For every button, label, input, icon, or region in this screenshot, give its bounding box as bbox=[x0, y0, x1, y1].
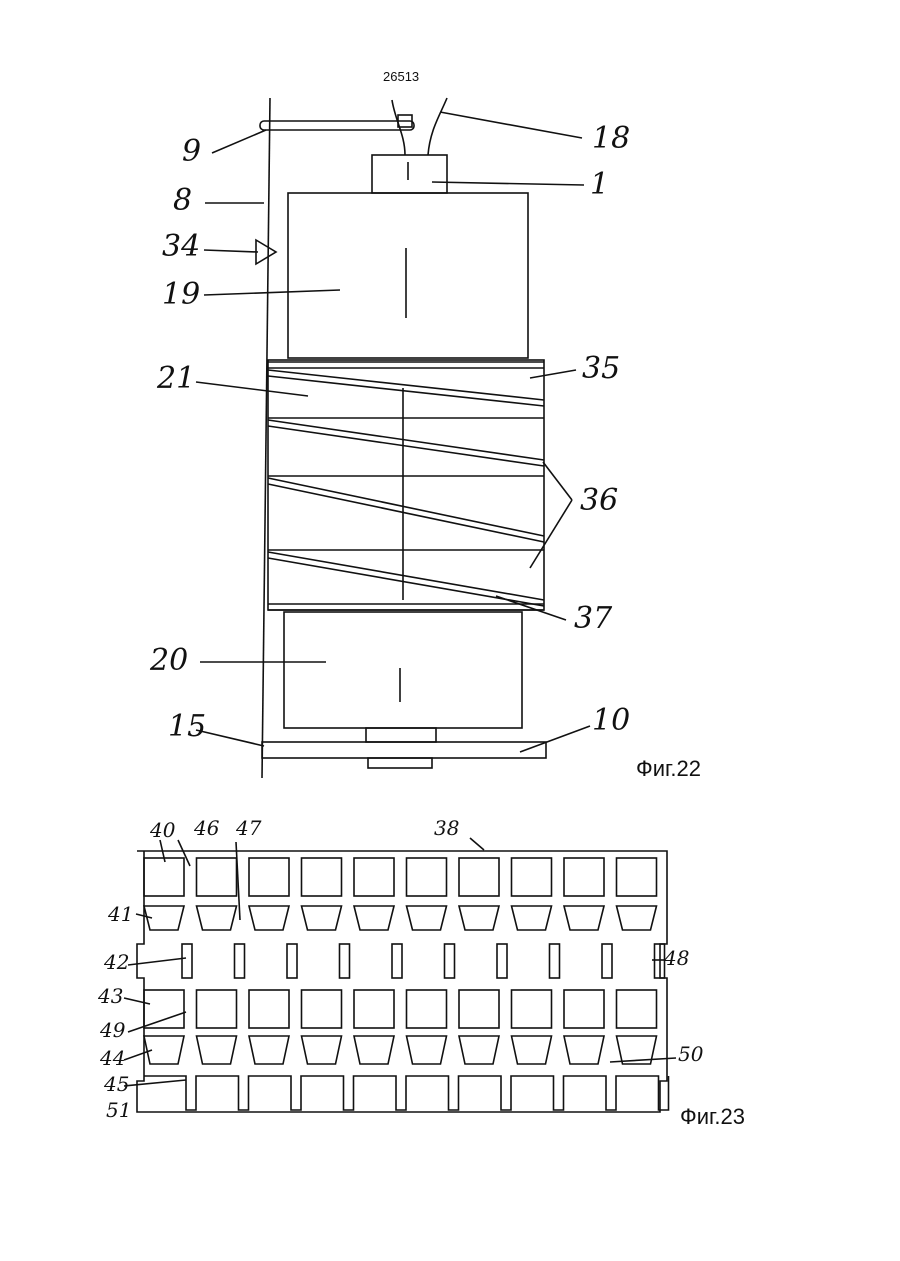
label-19: 19 bbox=[162, 280, 200, 310]
square-window bbox=[144, 990, 184, 1028]
label-50: 50 bbox=[678, 1044, 703, 1064]
figure-22 bbox=[196, 98, 590, 778]
label-1: 1 bbox=[590, 170, 609, 200]
base-plate-10 bbox=[262, 742, 546, 758]
square-window bbox=[249, 858, 289, 896]
trapezoid-pocket bbox=[354, 1036, 394, 1064]
square-window bbox=[617, 858, 657, 896]
trapezoid-pocket bbox=[354, 906, 394, 930]
square-window bbox=[197, 990, 237, 1028]
label-47: 47 bbox=[236, 818, 261, 838]
leader-lines-22 bbox=[196, 112, 590, 752]
label-48: 48 bbox=[664, 948, 689, 968]
trapezoid-pocket bbox=[617, 906, 657, 930]
square-window bbox=[617, 990, 657, 1028]
top-bar-9 bbox=[260, 121, 414, 130]
label-21: 21 bbox=[157, 364, 195, 394]
caption-fig23: Фиг.23 bbox=[680, 1106, 745, 1128]
section-20 bbox=[284, 612, 522, 728]
narrow-slot bbox=[287, 944, 297, 978]
leader-lines-23 bbox=[124, 838, 676, 1086]
trapezoid-pocket bbox=[407, 906, 447, 930]
caption-fig22: Фиг.22 bbox=[636, 758, 701, 780]
square-window bbox=[407, 990, 447, 1028]
trapezoid-pocket bbox=[249, 1036, 289, 1064]
arrow-34 bbox=[256, 240, 276, 264]
narrow-slot bbox=[550, 944, 560, 978]
spiral-ribs bbox=[268, 362, 544, 610]
label-35: 35 bbox=[582, 354, 620, 384]
page-number: 26513 bbox=[383, 70, 419, 83]
trapezoid-pocket bbox=[459, 906, 499, 930]
square-window bbox=[459, 990, 499, 1028]
label-42: 42 bbox=[104, 952, 129, 972]
label-41: 41 bbox=[108, 904, 133, 924]
label-20: 20 bbox=[150, 646, 188, 676]
trapezoid-pocket bbox=[407, 1036, 447, 1064]
label-43: 43 bbox=[98, 986, 123, 1006]
base-foot bbox=[368, 758, 432, 768]
narrow-slot bbox=[340, 944, 350, 978]
square-window bbox=[302, 858, 342, 896]
trapezoid-pocket bbox=[302, 906, 342, 930]
square-window bbox=[512, 858, 552, 896]
narrow-slot bbox=[182, 944, 192, 978]
label-34: 34 bbox=[162, 232, 200, 262]
label-37: 37 bbox=[574, 604, 612, 634]
plate-holes bbox=[144, 858, 669, 1110]
square-window bbox=[197, 858, 237, 896]
label-45: 45 bbox=[104, 1074, 129, 1094]
plate-38-outline bbox=[137, 851, 667, 1112]
label-9: 9 bbox=[182, 137, 201, 167]
narrow-slot bbox=[445, 944, 455, 978]
narrow-slot bbox=[235, 944, 245, 978]
trapezoid-pocket bbox=[197, 906, 237, 930]
label-8: 8 bbox=[173, 186, 192, 216]
trapezoid-pocket bbox=[564, 1036, 604, 1064]
label-46: 46 bbox=[194, 818, 219, 838]
trapezoid-pocket bbox=[197, 1036, 237, 1064]
spiral-body bbox=[268, 360, 544, 610]
section-19 bbox=[288, 193, 528, 358]
trapezoid-pocket bbox=[512, 906, 552, 930]
trapezoid-pocket bbox=[459, 1036, 499, 1064]
square-window bbox=[354, 990, 394, 1028]
label-49: 49 bbox=[100, 1020, 125, 1040]
square-window bbox=[144, 858, 184, 896]
square-window bbox=[354, 858, 394, 896]
trapezoid-pocket bbox=[512, 1036, 552, 1064]
wire-18b bbox=[428, 98, 447, 155]
label-38: 38 bbox=[434, 818, 459, 838]
label-15: 15 bbox=[168, 712, 206, 742]
label-44: 44 bbox=[100, 1048, 125, 1068]
narrow-slot bbox=[392, 944, 402, 978]
comb-teeth bbox=[144, 1076, 669, 1110]
figure-23 bbox=[124, 838, 676, 1112]
trapezoid-pocket bbox=[249, 906, 289, 930]
square-window bbox=[512, 990, 552, 1028]
trapezoid-pocket bbox=[302, 1036, 342, 1064]
label-51: 51 bbox=[106, 1100, 131, 1120]
square-window bbox=[564, 858, 604, 896]
trapezoid-pocket bbox=[564, 906, 604, 930]
cap-1 bbox=[372, 155, 447, 193]
square-window bbox=[249, 990, 289, 1028]
label-40: 40 bbox=[150, 820, 175, 840]
label-18: 18 bbox=[592, 124, 630, 154]
label-36: 36 bbox=[580, 486, 618, 516]
square-window bbox=[302, 990, 342, 1028]
square-window bbox=[459, 858, 499, 896]
narrow-slot bbox=[602, 944, 612, 978]
label-10: 10 bbox=[592, 706, 630, 736]
square-window bbox=[407, 858, 447, 896]
neck bbox=[366, 728, 436, 742]
narrow-slot bbox=[497, 944, 507, 978]
square-window bbox=[564, 990, 604, 1028]
